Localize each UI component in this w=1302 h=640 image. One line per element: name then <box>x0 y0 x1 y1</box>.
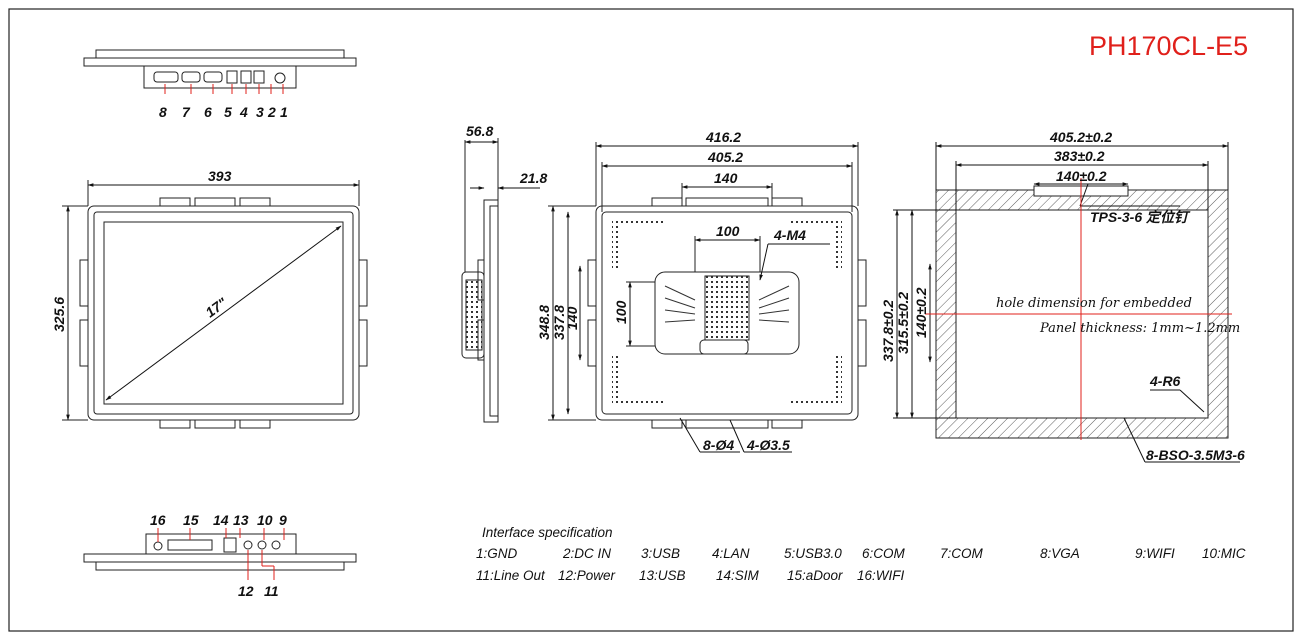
top-view: 8 7 6 5 4 3 2 1 <box>83 49 357 120</box>
drawing-border <box>8 8 1294 632</box>
port-label: 4 <box>239 104 248 120</box>
front-view <box>62 180 368 429</box>
cutout-width-inner: 383±0.2 <box>1054 148 1105 164</box>
cutout-bso-label: 8-BSO-3.5M3-6 <box>1146 447 1245 463</box>
rear-vesa-height: 140 <box>564 306 580 330</box>
rear-vesa-width: 140 <box>714 170 738 186</box>
port-label: 1 <box>280 104 288 120</box>
cutout-thickness-note: Panel thickness: 1mm~1.2mm <box>1039 321 1240 336</box>
lan-port-icon <box>240 70 252 84</box>
interface-item: 15:aDoor <box>787 568 843 583</box>
com-port-icon <box>203 71 223 83</box>
interface-item: 7:COM <box>940 546 984 561</box>
usb-port-icon <box>253 70 265 84</box>
port-label: 10 <box>257 512 273 528</box>
interface-item: 9:WIFI <box>1135 546 1175 561</box>
interface-item: 2:DC IN <box>562 546 611 561</box>
port-label: 14 <box>213 512 229 528</box>
rear-holes-label: 8-Ø4 <box>703 437 734 453</box>
rear-view <box>548 142 867 453</box>
interface-item: 4:LAN <box>712 546 750 561</box>
interface-item: 5:USB3.0 <box>784 546 842 561</box>
side-view <box>461 138 540 423</box>
interface-item: 14:SIM <box>716 568 760 583</box>
port-label: 2 <box>267 104 276 120</box>
front-height-label: 325.6 <box>51 297 67 332</box>
port-label: 7 <box>182 104 191 120</box>
interface-item: 16:WIFI <box>857 568 905 583</box>
cutout-radius-label: 4-R6 <box>1149 373 1181 389</box>
cutout-height-center: 140±0.2 <box>913 287 929 338</box>
port-label: 13 <box>233 512 249 528</box>
com-port-icon <box>181 71 201 83</box>
port-label: 5 <box>224 104 232 120</box>
cutout-height-inner: 315.5±0.2 <box>895 292 911 354</box>
port-label: 6 <box>204 104 212 120</box>
vga-port-icon <box>153 71 179 83</box>
interface-item: 8:VGA <box>1040 546 1080 561</box>
port-label: 3 <box>256 104 264 120</box>
port-label: 9 <box>279 512 287 528</box>
interface-item: 3:USB <box>641 546 680 561</box>
cutout-height-outer: 337.8±0.2 <box>880 300 896 362</box>
interface-item: 12:Power <box>558 568 616 583</box>
interface-item: 13:USB <box>639 568 686 583</box>
front-width-label: 393 <box>208 168 232 184</box>
rear-screw-label: 4-M4 <box>773 227 806 243</box>
model-title: PH170CL-E5 <box>1089 31 1248 61</box>
port-label: 8 <box>159 104 167 120</box>
cutout-note: hole dimension for embedded <box>996 296 1192 311</box>
bottom-view <box>83 528 357 580</box>
port-label: 15 <box>183 512 199 528</box>
cutout-view <box>893 142 1240 463</box>
rear-holes-label: 4-Ø3.5 <box>746 437 790 453</box>
interface-item: 1:GND <box>476 546 518 561</box>
usb3-port-icon <box>226 70 238 84</box>
port-label: 12 <box>238 583 254 599</box>
interface-item: 6:COM <box>862 546 906 561</box>
side-thin-label: 21.8 <box>519 170 547 186</box>
rear-box-height: 100 <box>613 300 629 324</box>
port-label: 16 <box>150 512 166 528</box>
interface-item: 11:Line Out <box>476 568 546 583</box>
rear-width-inner: 405.2 <box>707 149 743 165</box>
side-depth-label: 56.8 <box>466 123 493 139</box>
rear-height-inner: 337.8 <box>551 305 567 340</box>
cutout-width-outer: 405.2±0.2 <box>1049 129 1112 145</box>
port-label: 11 <box>264 583 279 599</box>
rear-height-outer: 348.8 <box>536 305 552 340</box>
interface-heading: Interface specification <box>482 525 613 540</box>
cutout-width-center: 140±0.2 <box>1056 168 1107 184</box>
screen-size-label: 17" <box>202 294 230 320</box>
rear-box-width: 100 <box>716 223 740 239</box>
cutout-pin-label: TPS-3-6 定位钉 <box>1090 209 1191 225</box>
rear-width-outer: 416.2 <box>705 129 741 145</box>
dc-in-port-icon <box>274 72 286 84</box>
interface-item: 10:MIC <box>1202 546 1246 561</box>
interface-specification: Interface specification 1:GND 2:DC IN 3:… <box>476 525 1246 583</box>
